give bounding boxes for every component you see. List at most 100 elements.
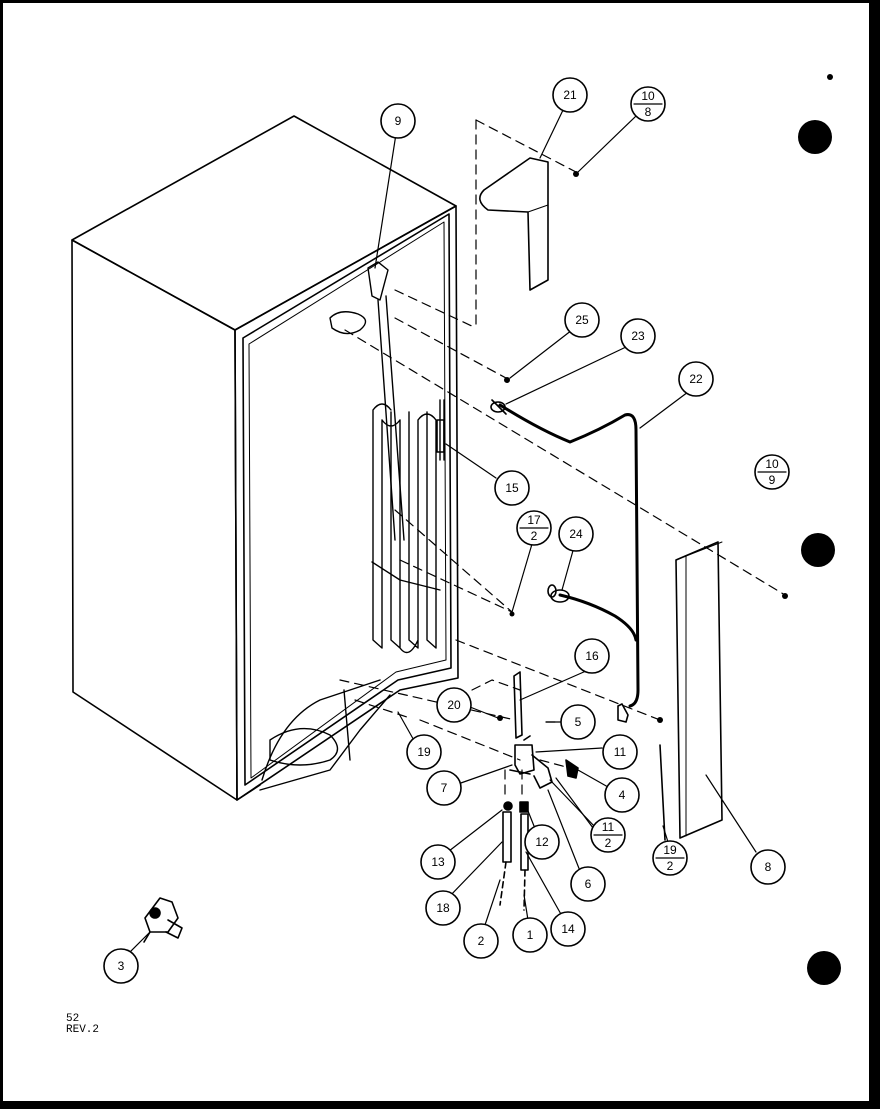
part-2-rod	[499, 861, 507, 906]
cabinet-back-flange-inner	[248, 221, 447, 779]
svg-text:12: 12	[535, 835, 549, 849]
callout-23: 23	[620, 318, 656, 354]
part-7-valve	[509, 735, 579, 789]
revision-label: REV.2	[66, 1024, 100, 1036]
footer: 52 REV.2	[66, 1014, 99, 1036]
leader-lines	[125, 107, 757, 957]
drawing-code: 52	[66, 1013, 80, 1025]
callout-24: 24	[558, 516, 594, 552]
callout-19-over-2: 19 2	[652, 840, 688, 876]
cabinet	[71, 115, 459, 801]
svg-text:24: 24	[569, 527, 583, 541]
callout-11-over-2: 11 2	[590, 817, 626, 853]
screws	[497, 171, 788, 723]
callout-25: 25	[564, 302, 600, 338]
svg-text:8: 8	[765, 860, 772, 874]
svg-text:19: 19	[663, 843, 677, 857]
callout-1: 1	[512, 917, 548, 953]
svg-text:10: 10	[641, 89, 655, 103]
part-3-valve	[143, 897, 183, 943]
part-23-fitting	[490, 399, 507, 415]
callouts: 9 21 10 8 25 23 22 10 9	[103, 77, 790, 984]
svg-text:13: 13	[431, 855, 445, 869]
callout-10-over-9: 10 9	[754, 454, 790, 490]
svg-text:14: 14	[561, 922, 575, 936]
cabinet-side	[71, 239, 238, 801]
callout-7: 7	[426, 770, 462, 806]
svg-text:25: 25	[575, 313, 589, 327]
svg-text:7: 7	[441, 781, 448, 795]
svg-text:5: 5	[575, 715, 582, 729]
svg-text:18: 18	[436, 901, 450, 915]
svg-text:11: 11	[602, 820, 615, 834]
cabinet-top	[71, 115, 457, 331]
svg-text:8: 8	[645, 105, 652, 119]
binder-hole-middle	[801, 533, 835, 567]
svg-text:15: 15	[505, 481, 519, 495]
part-18-rod	[502, 811, 512, 863]
callout-4: 4	[604, 777, 640, 813]
part-21-cover-plate	[479, 157, 549, 291]
svg-text:9: 9	[769, 473, 776, 487]
part-13-grommet	[503, 801, 513, 811]
screw-25	[504, 377, 510, 383]
part-1-rod	[523, 869, 526, 911]
svg-text:11: 11	[614, 745, 627, 759]
svg-text:23: 23	[631, 329, 645, 343]
callout-20: 20	[436, 687, 472, 723]
screw-right	[657, 717, 663, 723]
svg-text:4: 4	[619, 788, 626, 802]
callout-17-over-2: 17 2	[516, 510, 552, 546]
callout-14: 14	[550, 911, 586, 947]
callout-11: 11	[602, 734, 638, 770]
cabinet-back-flange	[242, 213, 452, 786]
part-19-2-screw	[659, 744, 666, 841]
svg-text:1: 1	[527, 928, 534, 942]
lower-rod-parts	[499, 801, 529, 911]
screw-10-9	[782, 593, 788, 599]
svg-text:16: 16	[585, 649, 599, 663]
svg-text:2: 2	[531, 529, 538, 543]
svg-text:10: 10	[765, 457, 779, 471]
callout-6: 6	[570, 866, 606, 902]
part-15-clamp	[436, 419, 445, 453]
cabinet-edge	[236, 784, 261, 801]
callout-18: 18	[425, 890, 461, 926]
svg-text:2: 2	[478, 934, 485, 948]
screw-20	[497, 715, 503, 721]
svg-text:3: 3	[118, 959, 125, 973]
svg-text:2: 2	[667, 859, 674, 873]
binder-hole-bottom	[807, 951, 841, 985]
cabinet-back	[234, 205, 459, 801]
water-tube-end	[617, 703, 629, 723]
speck-mark	[827, 74, 833, 80]
svg-text:20: 20	[447, 698, 461, 712]
callout-21: 21	[552, 77, 588, 113]
callout-15: 15	[494, 470, 530, 506]
callout-8: 8	[750, 849, 786, 885]
callout-3: 3	[103, 948, 139, 984]
svg-text:22: 22	[689, 372, 703, 386]
svg-text:2: 2	[605, 836, 612, 850]
svg-text:17: 17	[527, 513, 541, 527]
binder-hole-top	[798, 120, 832, 154]
explode-lines	[339, 119, 786, 801]
part-14-rod	[520, 813, 529, 871]
part-24-fitting	[547, 584, 570, 603]
callout-5: 5	[560, 704, 596, 740]
callout-13: 13	[420, 844, 456, 880]
callout-2: 2	[463, 923, 499, 959]
callout-12: 12	[524, 824, 560, 860]
callout-9: 9	[380, 103, 416, 139]
svg-text:6: 6	[585, 877, 592, 891]
callout-19: 19	[406, 734, 442, 770]
binder-holes	[798, 74, 841, 985]
part-22-water-tube	[498, 403, 640, 708]
svg-text:21: 21	[563, 88, 577, 102]
part-16-bracket	[513, 671, 523, 739]
callout-22: 22	[678, 361, 714, 397]
part-8-access-panel	[675, 541, 723, 839]
callout-10-over-8: 10 8	[630, 86, 666, 122]
callout-16: 16	[574, 638, 610, 674]
screw-17-2	[509, 611, 515, 617]
